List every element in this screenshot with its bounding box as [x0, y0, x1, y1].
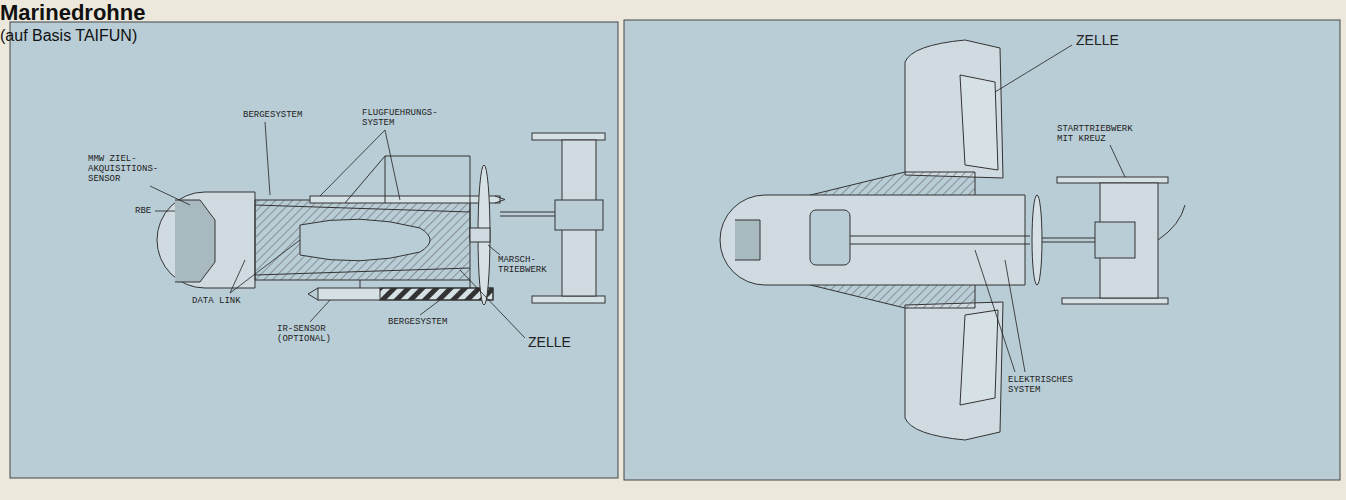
- part-label: ELEKTRISCHES SYSTEM: [1008, 375, 1082, 395]
- right-panel: [624, 20, 1340, 480]
- top-view: [720, 40, 1185, 440]
- part-label: ZELLE: [1076, 32, 1119, 48]
- side-view: [157, 133, 605, 305]
- part-label: DATA LINK: [192, 296, 241, 306]
- diagram-caption: (auf Basis TAIFUN): [0, 26, 1346, 45]
- part-label: ZELLE: [528, 334, 571, 350]
- part-label: FLUGFUEHRUNGS- SYSTEM: [362, 108, 457, 128]
- diagram-title: Marinedrohne: [0, 0, 1346, 26]
- part-label: BERGESYSTEM: [243, 110, 302, 120]
- part-label: MARSCH- TRIEBWERK: [498, 255, 554, 275]
- part-label: MMW ZIEL- AKQUISITIONS- SENSOR: [88, 154, 162, 184]
- part-label: BERGESYSTEM: [388, 317, 447, 327]
- part-label: RBE: [135, 206, 151, 216]
- part-label: STARTTRIEBWERK MIT KREUZ: [1057, 124, 1143, 144]
- leader-lines: [150, 45, 1125, 372]
- part-label: IR-SENSOR (OPTIONAL): [277, 324, 337, 344]
- left-panel: [10, 22, 618, 478]
